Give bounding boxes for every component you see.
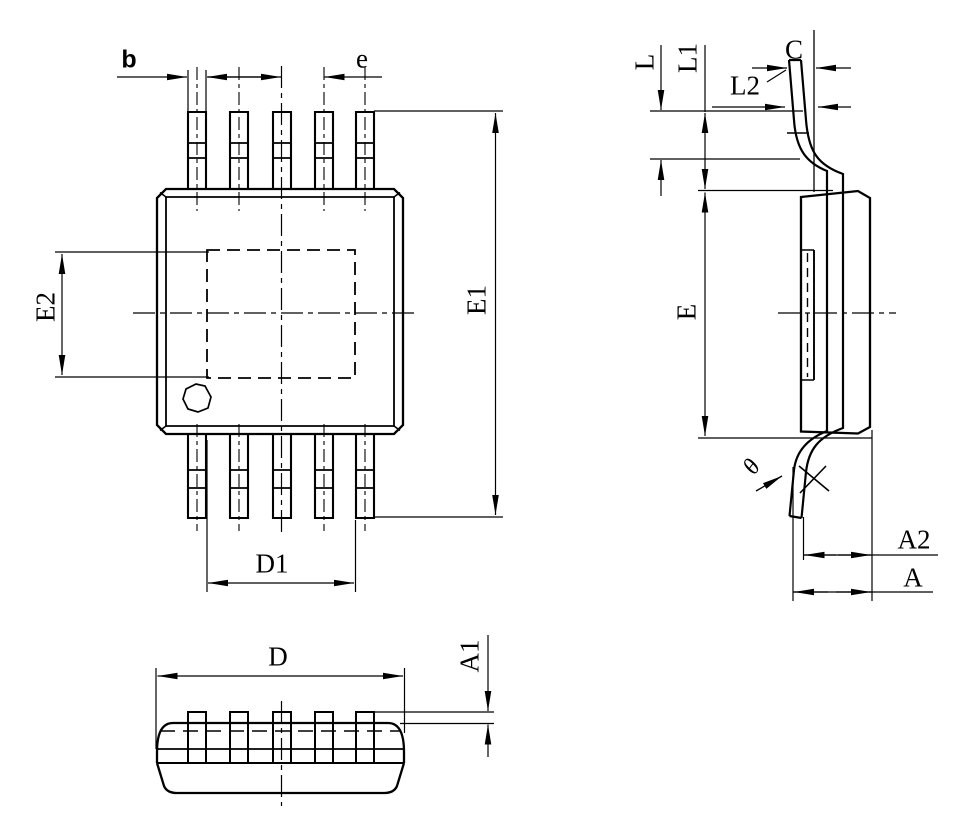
dim-E1 (374, 110, 503, 518)
exposed-pad-dashed-rect (206, 249, 356, 379)
dim-label-b: b (121, 45, 137, 74)
dim-label-l2: L2 (730, 70, 760, 101)
body-inner-outline (165, 196, 395, 427)
dim-label-e1: E1 (461, 285, 492, 315)
dim-theta (755, 465, 830, 494)
dim-label-d: D (268, 641, 288, 672)
dim-label-a1: A1 (454, 639, 485, 673)
pin1-index-marker (182, 383, 212, 413)
dim-A2-A (792, 430, 938, 601)
lead-profile (787, 58, 845, 520)
shell-lower (155, 762, 406, 795)
pin-row-bottom (186, 424, 376, 531)
side-ep-ticks (801, 249, 814, 381)
pin-centerlines-bottom (196, 424, 366, 531)
dim-A1 (374, 635, 494, 757)
dim-D (155, 668, 406, 749)
side-view (650, 30, 938, 601)
dim-L2 (712, 69, 851, 111)
dim-label-d1: D1 (255, 548, 289, 579)
dim-label-e-side: E (671, 303, 702, 321)
body-outer-outline (155, 187, 405, 436)
dim-label-a: A (903, 562, 923, 593)
side-body-outline (799, 189, 872, 435)
dim-label-c: C (784, 34, 804, 65)
dim-label-e2: E2 (30, 292, 61, 322)
dim-label-e: e (356, 43, 368, 74)
dim-D1 (206, 440, 357, 592)
dim-label-l1: L1 (672, 43, 703, 73)
dim-label-a2: A2 (897, 524, 931, 555)
pin-stubs (187, 711, 375, 762)
dim-label-l: L (629, 53, 660, 71)
side-extension-lines (650, 110, 872, 439)
dim-b-e (117, 70, 382, 111)
shell-upper (155, 721, 406, 763)
dim-E2 (55, 251, 209, 378)
pin-row-top (186, 67, 376, 211)
top-view (55, 66, 503, 592)
body-corner-chamfers (159, 191, 401, 432)
bottom-view (155, 635, 494, 806)
